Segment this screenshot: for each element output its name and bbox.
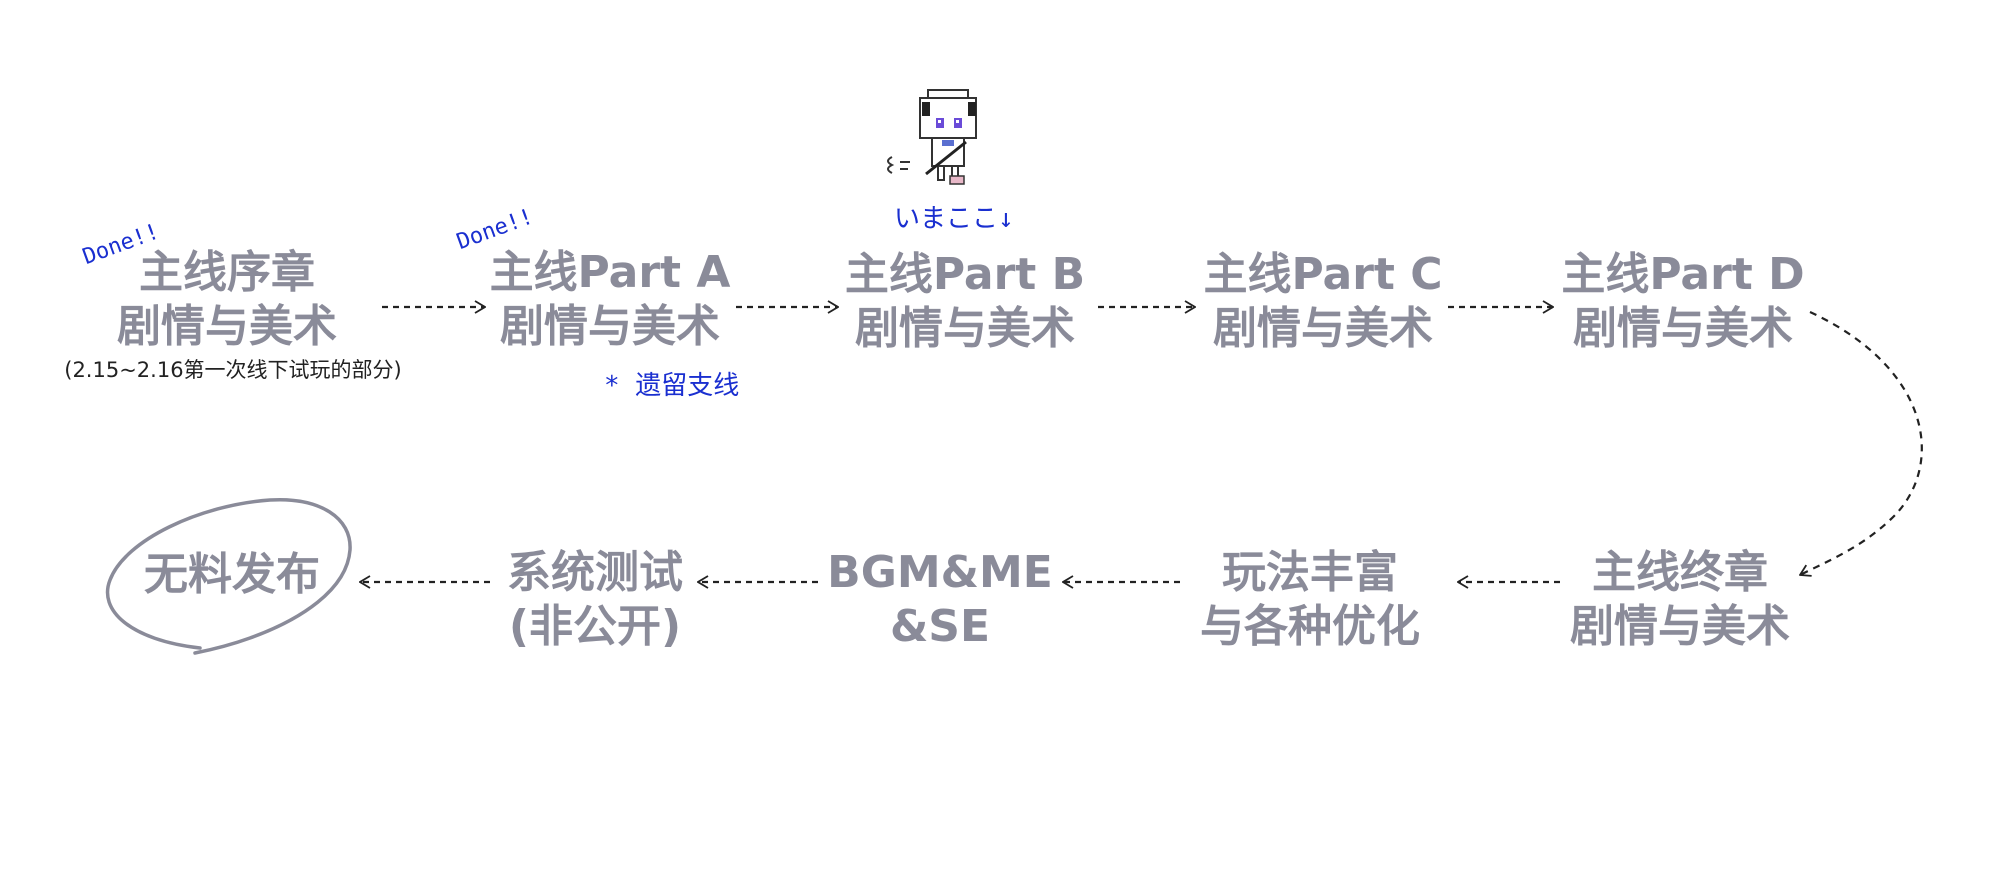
- node-title: 主线序章: [139, 247, 315, 298]
- node-title: 系统测试: [507, 547, 683, 598]
- part-a-sub-note: * 遗留支线: [604, 371, 740, 401]
- node-release: 无料发布: [144, 548, 320, 602]
- release-circle: [105, 498, 352, 655]
- node-title: 主线Part A: [489, 247, 731, 298]
- node-subtitle: 剧情与美术: [500, 301, 720, 352]
- prologue-sub-note: (2.15~2.16第一次线下试玩的部分): [64, 358, 402, 382]
- arrow-part-d-to-final-chapter: [1800, 311, 1923, 575]
- node-part-c: 主线Part C 剧情与美术: [1203, 248, 1442, 356]
- node-subtitle: 剧情与美术: [1212, 303, 1433, 354]
- node-part-b: 主线Part B 剧情与美术: [845, 248, 1085, 356]
- node-part-a: 主线Part A 剧情与美术: [490, 246, 731, 354]
- node-title: 主线Part D: [1561, 249, 1805, 300]
- node-subtitle: &SE: [889, 601, 991, 652]
- node-title: 主线终章: [1592, 547, 1768, 598]
- current-position-marker: いまここ↓: [894, 204, 1014, 234]
- node-prologue: 主线序章 剧情与美术: [117, 246, 337, 354]
- node-title: 无料发布: [144, 549, 320, 600]
- node-title: BGM&ME: [827, 547, 1053, 598]
- node-system-test: 系统测试 (非公开): [507, 546, 683, 654]
- node-title: 主线Part C: [1203, 249, 1443, 300]
- node-title: 玩法丰富: [1222, 547, 1398, 598]
- node-gameplay: 玩法丰富 与各种优化: [1200, 546, 1420, 654]
- node-subtitle: 剧情与美术: [117, 301, 337, 352]
- node-audio: BGM&ME &SE: [827, 546, 1053, 654]
- node-title: 主线Part B: [844, 249, 1086, 300]
- node-subtitle: (非公开): [508, 601, 682, 652]
- node-final-chapter: 主线终章 剧情与美术: [1570, 546, 1790, 654]
- node-subtitle: 剧情与美术: [1570, 601, 1790, 652]
- node-subtitle: 与各种优化: [1200, 601, 1420, 652]
- node-part-d: 主线Part D 剧情与美术: [1561, 248, 1804, 356]
- node-subtitle: 剧情与美术: [854, 303, 1075, 354]
- pixel-character-icon: [887, 89, 977, 185]
- node-subtitle: 剧情与美术: [1573, 303, 1793, 354]
